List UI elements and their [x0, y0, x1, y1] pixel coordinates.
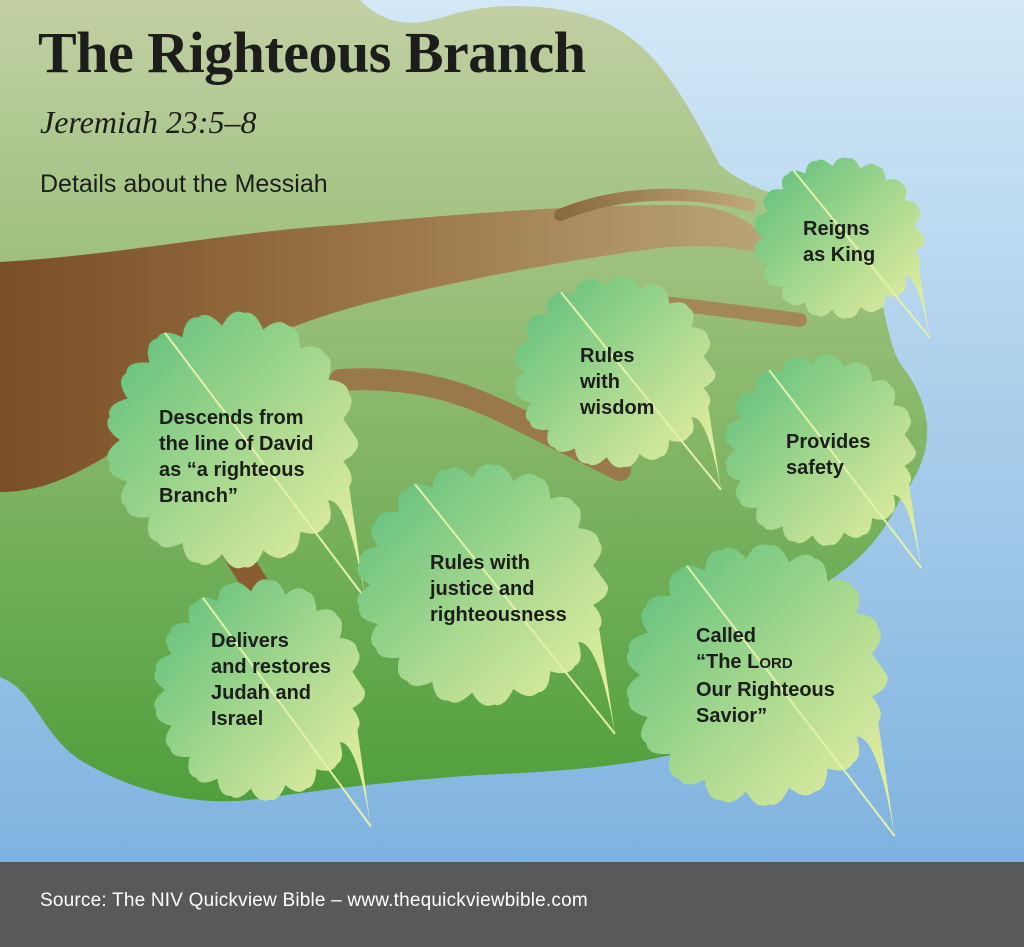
leaf-label-justice: Rules with justice and righteousness — [430, 552, 567, 626]
leaf-descends — [107, 311, 366, 599]
footer-bar: Source: The NIV Quickview Bible – www.th… — [0, 862, 1024, 947]
leaf-label-delivers: Delivers and restores Judah and Israel — [211, 630, 332, 730]
footer-source: Source: The NIV Quickview Bible – www.th… — [40, 890, 588, 911]
scripture-reference: Jeremiah 23:5–8 — [40, 104, 257, 140]
leaf-midrib — [792, 170, 931, 338]
leaf-midrib — [414, 483, 616, 735]
leaf-midrib — [164, 332, 366, 599]
leaf-shape — [514, 276, 721, 490]
tree-illustration — [0, 0, 1024, 862]
leaf-wisdom — [514, 276, 722, 491]
leaf-justice — [357, 464, 616, 735]
leaf-shape — [725, 354, 922, 568]
leaf-label-safety: Provides safety — [786, 431, 871, 479]
leaf-shape — [357, 464, 615, 734]
leaf-shape — [154, 579, 371, 827]
leaf-shape — [626, 544, 895, 837]
leaf-safety — [725, 354, 922, 569]
leaf-midrib — [560, 291, 722, 491]
leaf-shape — [754, 157, 930, 338]
leaf-label-wisdom: Rules with wisdom — [580, 345, 655, 419]
leaf-midrib — [686, 565, 896, 837]
diagram-stage: The Righteous Branch Jeremiah 23:5–8 Det… — [0, 0, 1024, 862]
leaf-label-descends: Descends from the line of David as “a ri… — [159, 407, 314, 507]
leaf-shape — [107, 311, 365, 599]
leaf-label-called: Called “The LORD Our Righteous Savior” — [696, 625, 835, 727]
leaf-midrib — [201, 597, 372, 827]
leaf-called — [626, 544, 896, 837]
leaf-reigns — [754, 157, 931, 338]
leaf-midrib — [768, 369, 922, 569]
leaf-delivers — [154, 579, 372, 827]
tree-branch-main — [0, 205, 770, 492]
subtitle: Details about the Messiah — [40, 170, 328, 198]
tree-branch-upper — [554, 188, 756, 221]
page-title: The Righteous Branch — [38, 20, 586, 85]
leaf-label-reigns: Reigns as King — [803, 218, 876, 266]
